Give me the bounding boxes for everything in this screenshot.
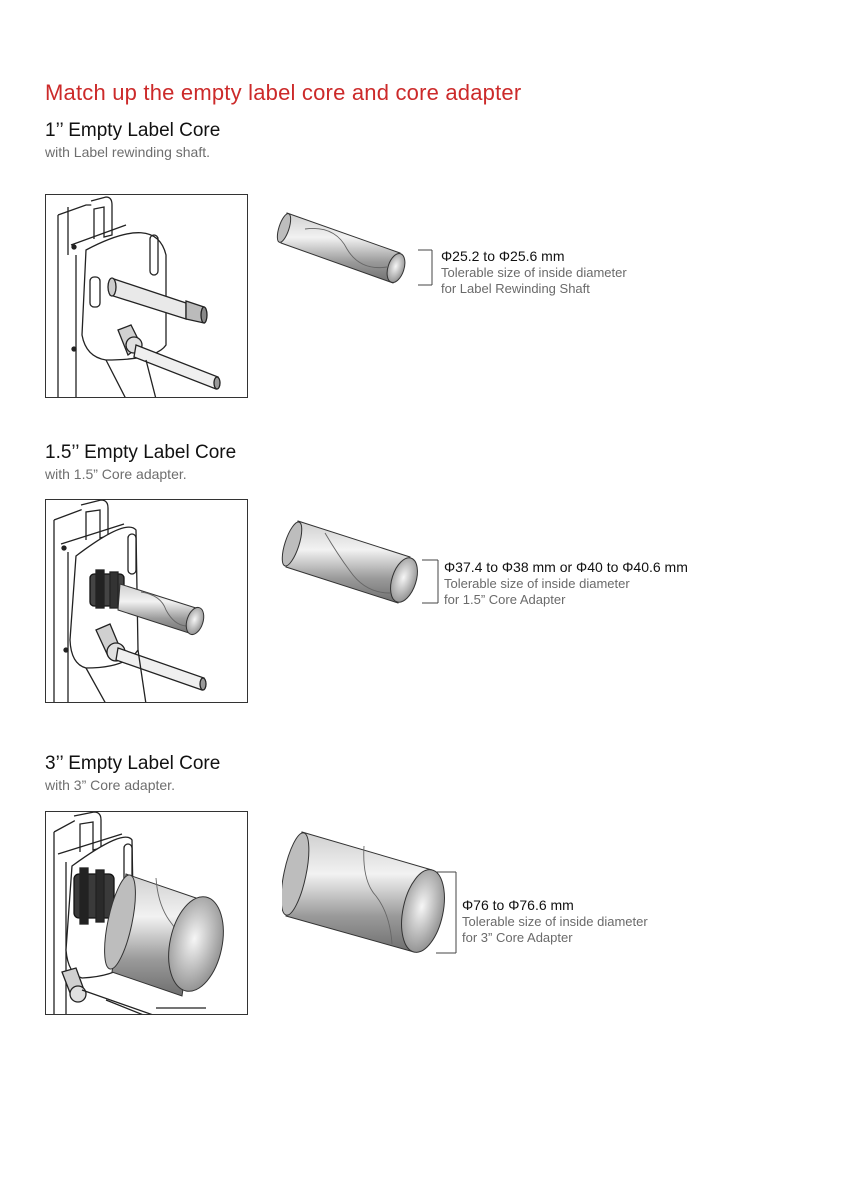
section-2-dimension: Φ37.4 to Φ38 mm or Φ40 to Φ40.6 mm Toler… bbox=[444, 559, 688, 608]
section-1-subheading: with Label rewinding shaft. bbox=[45, 144, 210, 160]
page-title: Match up the empty label core and core a… bbox=[45, 80, 522, 105]
core-tube-1in bbox=[276, 212, 406, 284]
dimension-value: Φ76 to Φ76.6 mm bbox=[462, 897, 574, 913]
section-2-illustration bbox=[45, 499, 248, 703]
core-tube-1-5in bbox=[281, 520, 418, 604]
tolerance-line-1: Tolerable size of inside diameter bbox=[444, 576, 630, 591]
section-1-dimension: Φ25.2 to Φ25.6 mm Tolerable size of insi… bbox=[441, 248, 627, 297]
dimension-bracket-3 bbox=[436, 871, 457, 954]
core-tube-3in bbox=[282, 831, 445, 953]
dimension-value: Φ25.2 to Φ25.6 mm bbox=[441, 248, 565, 264]
tolerance-line-1: Tolerable size of inside diameter bbox=[441, 265, 627, 280]
dimension-value: Φ37.4 to Φ38 mm or Φ40 to Φ40.6 mm bbox=[444, 559, 688, 575]
dimension-bracket-2 bbox=[422, 559, 439, 604]
section-1-heading: 1’’ Empty Label Core bbox=[45, 120, 221, 141]
tolerance-line-2: for 3” Core Adapter bbox=[462, 930, 573, 945]
tolerance-line-2: for 1.5” Core Adapter bbox=[444, 592, 566, 607]
section-2-subheading: with 1.5” Core adapter. bbox=[45, 466, 187, 482]
section-3-illustration bbox=[45, 811, 248, 1015]
tolerance-line-2: for Label Rewinding Shaft bbox=[441, 281, 590, 296]
dimension-bracket-1 bbox=[418, 249, 433, 286]
section-1-illustration bbox=[45, 194, 248, 398]
tolerance-line-1: Tolerable size of inside diameter bbox=[462, 914, 648, 929]
section-2-heading: 1.5’’ Empty Label Core bbox=[45, 442, 237, 463]
section-3-dimension: Φ76 to Φ76.6 mm Tolerable size of inside… bbox=[462, 897, 648, 946]
section-3-subheading: with 3” Core adapter. bbox=[45, 777, 175, 793]
section-3-heading: 3’’ Empty Label Core bbox=[45, 753, 221, 774]
